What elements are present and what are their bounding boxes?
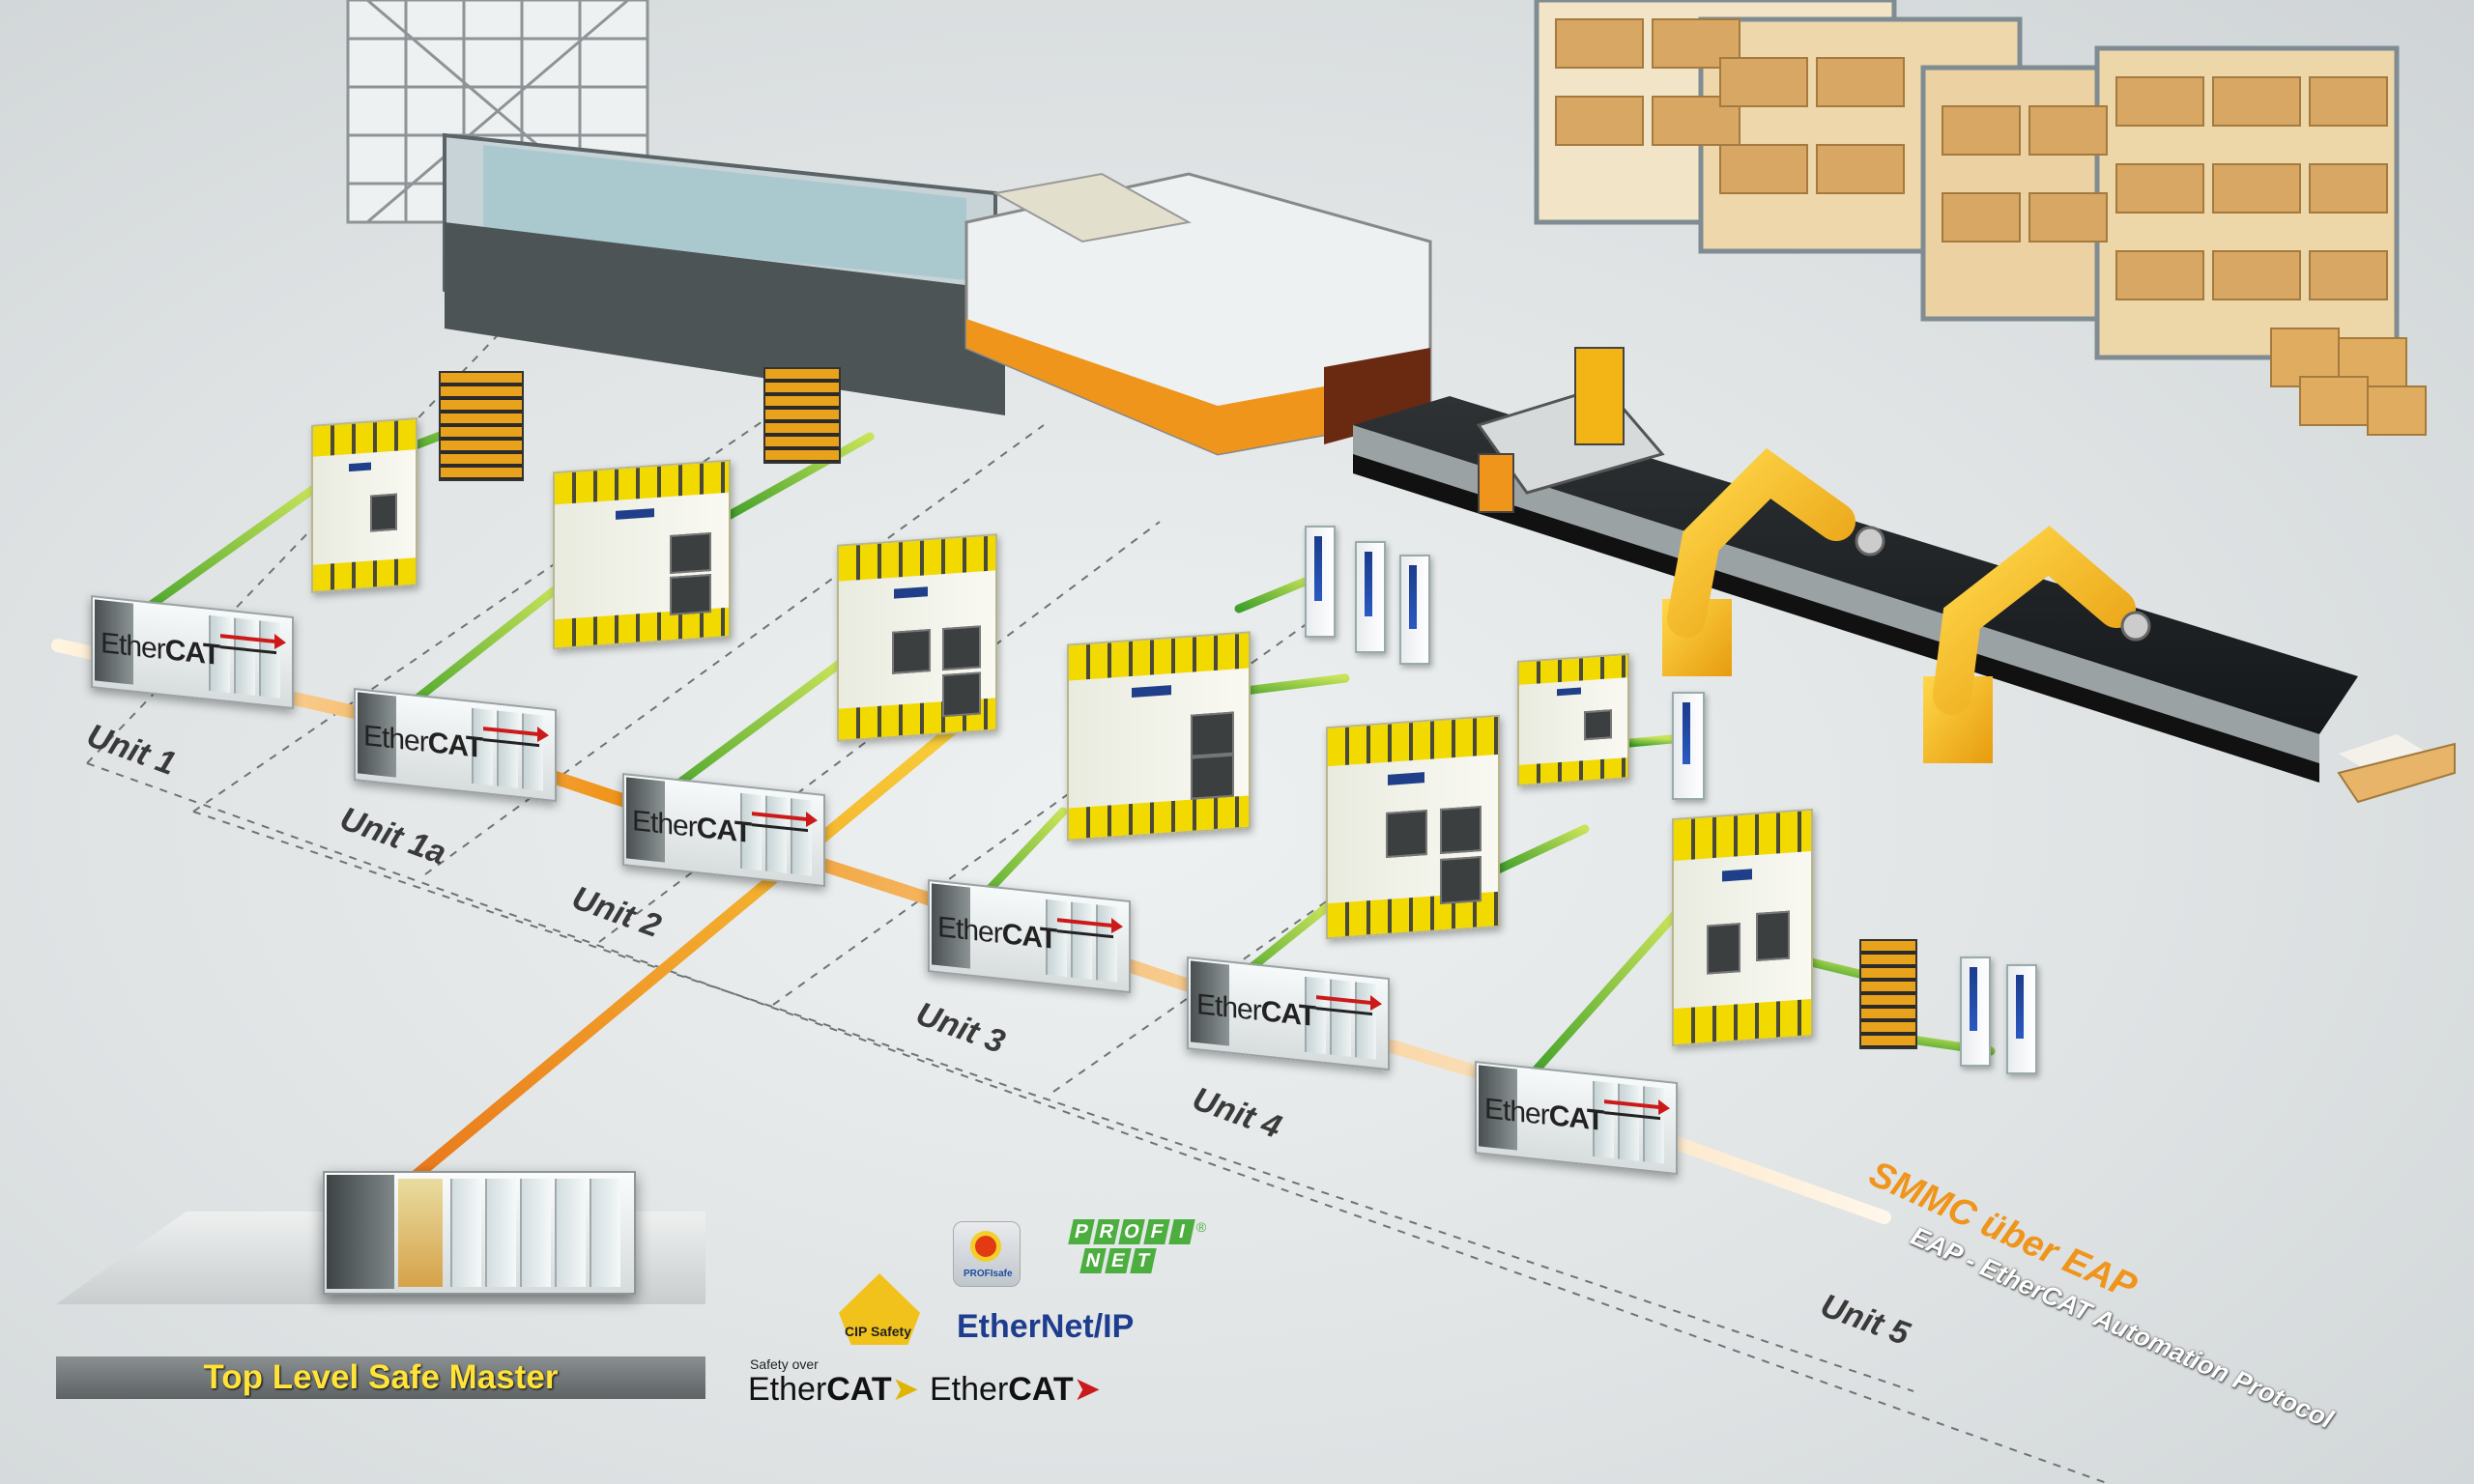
pallet bbox=[2337, 742, 2456, 804]
cip-safety-logo: CIP Safety bbox=[839, 1273, 920, 1345]
servo-drive-2 bbox=[1355, 541, 1386, 653]
safety-card bbox=[398, 1179, 443, 1287]
io-terminal-unit-1 bbox=[439, 371, 524, 481]
ethercat-logo: EtherCAT➤ bbox=[930, 1371, 1102, 1408]
top-level-safe-master-rack bbox=[323, 1171, 636, 1295]
safety-over-label: Safety over bbox=[750, 1356, 819, 1372]
robot-arm-1 bbox=[1662, 447, 1885, 676]
servo-drive-6 bbox=[2006, 964, 2037, 1074]
safety-module-unit-2 bbox=[837, 533, 997, 742]
servo-drive-5 bbox=[1960, 956, 1991, 1067]
pallet-boxes bbox=[2270, 328, 2427, 436]
glass-tunnel bbox=[443, 132, 1005, 415]
gantry-cutter bbox=[1476, 347, 1665, 513]
profisafe-icon bbox=[975, 1236, 996, 1257]
servo-drive-4 bbox=[1672, 692, 1705, 800]
master-label: Top Level Safe Master bbox=[203, 1358, 559, 1396]
ethernet-ip-logo: EtherNet/IP bbox=[957, 1308, 1135, 1345]
rack-head bbox=[327, 1175, 394, 1289]
servo-drive-1 bbox=[1305, 526, 1336, 638]
safety-module-unit-1a bbox=[553, 459, 731, 650]
io-terminal-unit-1a bbox=[763, 367, 841, 464]
warehouse-shelves bbox=[1534, 0, 2427, 436]
safety-module-unit-4b bbox=[1517, 652, 1629, 787]
io-terminal-unit-5 bbox=[1859, 939, 1917, 1049]
master-link-line bbox=[346, 698, 990, 1235]
robot-arm-2 bbox=[1923, 526, 2151, 763]
profinet-logo: P R O F I ® N E T bbox=[1068, 1219, 1218, 1283]
master-label-bar: Top Level Safe Master bbox=[56, 1356, 705, 1399]
processing-machine bbox=[964, 172, 1432, 456]
safety-module-unit-5 bbox=[1672, 808, 1813, 1047]
safety-module-unit-3 bbox=[1067, 631, 1251, 842]
profisafe-logo: PROFIsafe bbox=[953, 1221, 1021, 1287]
safety-over-ethercat-logo: EtherCAT➤ bbox=[748, 1371, 920, 1408]
safety-module-unit-1 bbox=[311, 417, 417, 593]
safety-module-unit-4 bbox=[1326, 714, 1500, 940]
servo-drive-3 bbox=[1399, 555, 1430, 665]
